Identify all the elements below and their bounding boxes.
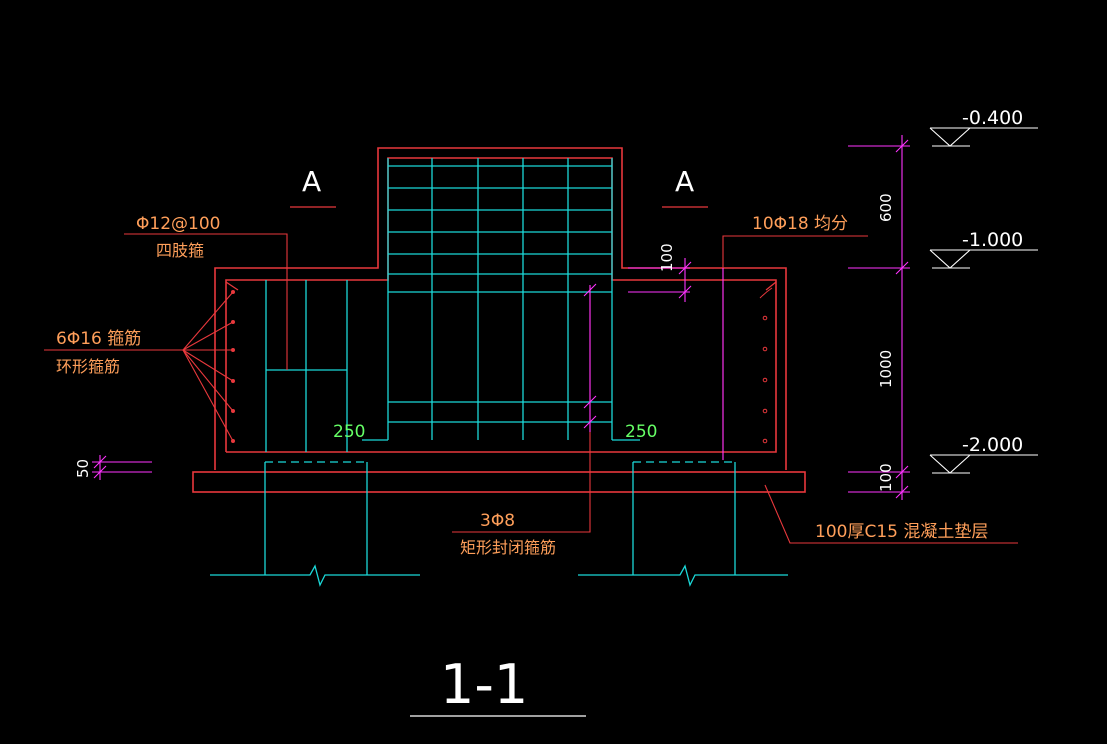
leader-lines xyxy=(44,233,1018,544)
section-mark-left: A xyxy=(302,165,321,198)
side-bar-spec-label: 10Φ18 均分 xyxy=(752,214,848,234)
cushion-thickness-dim: 100 xyxy=(877,463,895,492)
closed-stirrup-spec-label: 3Φ8 xyxy=(480,511,515,531)
inner-cover-line xyxy=(225,157,777,453)
corner-hooks xyxy=(225,281,777,291)
beam-height-dim: 1000 xyxy=(877,350,895,388)
ring-bar-type-label: 环形箍筋 xyxy=(56,357,120,376)
cushion-layer xyxy=(192,471,806,493)
ring-bar-spec-label: 6Φ16 箍筋 xyxy=(56,329,141,349)
concrete-outline xyxy=(192,147,806,493)
closed-stirrup-type-label: 矩形封闭箍筋 xyxy=(460,538,556,557)
cushion-layer-label: 100厚C15 混凝土垫层 xyxy=(815,522,988,542)
section-mark-right: A xyxy=(675,165,694,198)
level-bottom: -2.000 xyxy=(962,434,1023,456)
top-step-dim: 100 xyxy=(658,243,676,272)
right-offset-dim: 250 xyxy=(625,422,657,442)
right-longitudinal-bars xyxy=(759,287,773,444)
pile-right xyxy=(578,461,788,587)
level-top: -0.400 xyxy=(962,107,1023,129)
level-marks xyxy=(929,127,1038,474)
stirrup-spec-label: Φ12@100 xyxy=(136,214,220,234)
pile-left xyxy=(210,461,420,587)
cover-bottom-dim: 50 xyxy=(74,459,92,478)
dimension-lines xyxy=(92,135,910,500)
left-longitudinal-bars xyxy=(231,290,235,443)
beam-outer-outline xyxy=(214,147,787,470)
rebar-grid xyxy=(210,158,788,587)
upper-height-dim: 600 xyxy=(877,193,895,222)
section-title: 1-1 xyxy=(440,653,528,716)
left-offset-dim: 250 xyxy=(333,422,365,442)
level-middle: -1.000 xyxy=(962,229,1023,251)
stirrup-type-label: 四肢箍 xyxy=(156,241,204,260)
